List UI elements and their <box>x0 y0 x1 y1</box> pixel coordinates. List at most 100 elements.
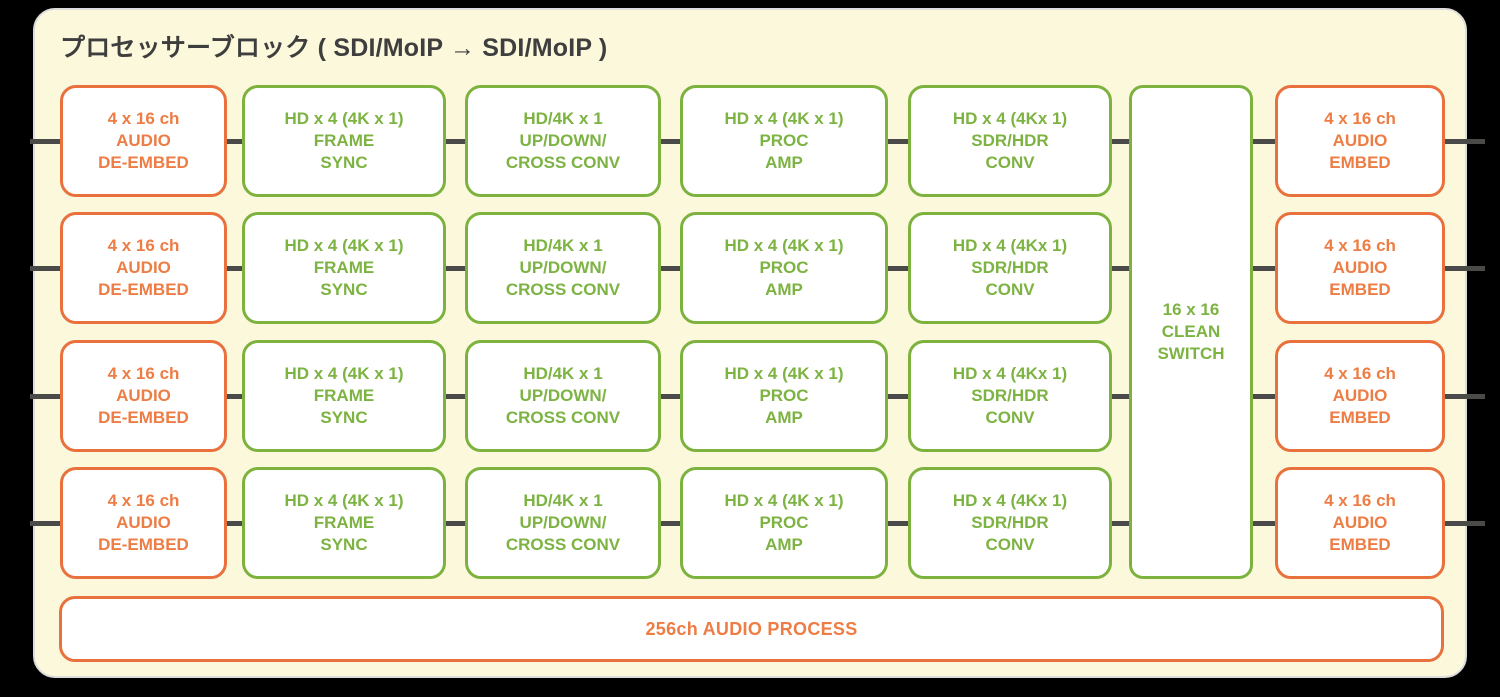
up-down-cross-conv-r4-line-2: UP/DOWN/ <box>519 513 607 533</box>
up-down-cross-conv-r4-line-3: CROSS CONV <box>505 534 621 554</box>
audio-de-embed-r3-line-2: AUDIO <box>116 386 171 406</box>
frame-sync-r1-line-1: HD x 4 (4K x 1) <box>284 109 404 129</box>
connector-r1-s3 <box>444 139 467 144</box>
audio-de-embed-r3-line-3: DE-EMBED <box>98 407 189 427</box>
processor-block-panel: プロセッサーブロック ( SDI/MoIP → SDI/MoIP ) 4 x 1… <box>30 8 1485 678</box>
audio-de-embed-r2-line-3: DE-EMBED <box>98 279 189 299</box>
audio-embed-r1-line-2: AUDIO <box>1332 131 1388 151</box>
up-down-cross-conv-r3-line-1: HD/4K x 1 <box>523 364 603 384</box>
audio-de-embed-r1-line-3: DE-EMBED <box>98 152 189 172</box>
sdr-hdr-conv-r1-line-3: CONV <box>985 152 1035 172</box>
clean-switch-block[interactable]: 16 x 16 CLEAN SWITCH <box>1129 85 1253 579</box>
frame-sync-r4-line-3: SYNC <box>320 534 368 554</box>
connector-r1-s8 <box>1443 139 1485 144</box>
connector-r2-s4 <box>659 266 682 271</box>
frame-sync-r3-line-1: HD x 4 (4K x 1) <box>284 364 404 384</box>
connector-r3-s3 <box>444 394 467 399</box>
sdr-hdr-conv-r3-line-1: HD x 4 (4Kx 1) <box>952 364 1068 384</box>
connector-r2-s3 <box>444 266 467 271</box>
up-down-cross-conv-r4-line-1: HD/4K x 1 <box>523 491 603 511</box>
frame-sync-r3-line-3: SYNC <box>320 407 368 427</box>
audio-de-embed-r3-line-1: 4 x 16 ch <box>107 364 180 384</box>
connector-r4-s3 <box>444 521 467 526</box>
sdr-hdr-conv-r2-line-2: SDR/HDR <box>971 258 1049 278</box>
connector-r2-s5 <box>886 266 910 271</box>
proc-amp-r4-line-1: HD x 4 (4K x 1) <box>724 491 844 511</box>
audio-embed-r1-line-3: EMBED <box>1329 152 1391 172</box>
up-down-cross-conv-r1-line-1: HD/4K x 1 <box>523 109 603 129</box>
connector-r1-s6 <box>1110 139 1131 144</box>
frame-sync-r1-line-2: FRAME <box>313 131 375 151</box>
sdr-hdr-conv-r4-line-3: CONV <box>985 534 1035 554</box>
sdr-hdr-conv-r1-line-2: SDR/HDR <box>971 131 1049 151</box>
proc-amp-r3-line-3: AMP <box>765 407 803 427</box>
sdr-hdr-conv-r1-line-1: HD x 4 (4Kx 1) <box>952 109 1068 129</box>
connector-r1-s1 <box>30 139 62 144</box>
sdr-hdr-conv-r2-line-3: CONV <box>985 279 1035 299</box>
audio-embed-r4-line-3: EMBED <box>1329 534 1391 554</box>
up-down-cross-conv-r1-line-3: CROSS CONV <box>505 152 621 172</box>
up-down-cross-conv-r1-line-2: UP/DOWN/ <box>519 131 607 151</box>
connector-r4-s8 <box>1443 521 1485 526</box>
connector-r4-s2 <box>225 521 244 526</box>
audio-de-embed-r4-line-1: 4 x 16 ch <box>107 491 180 511</box>
clean-switch-line-3: SWITCH <box>1157 343 1225 363</box>
frame-sync-r3-line-2: FRAME <box>313 386 375 406</box>
up-down-cross-conv-r3-line-2: UP/DOWN/ <box>519 386 607 406</box>
connector-r3-s4 <box>659 394 682 399</box>
proc-amp-r4-line-2: PROC <box>759 513 809 533</box>
page-title: プロセッサーブロック ( SDI/MoIP → SDI/MoIP ) <box>60 34 608 62</box>
audio-de-embed-r1-line-1: 4 x 16 ch <box>107 109 180 129</box>
connector-r2-s7 <box>1251 266 1277 271</box>
proc-amp-r3-line-1: HD x 4 (4K x 1) <box>724 364 844 384</box>
connector-r2-s2 <box>225 266 244 271</box>
audio-embed-r2-line-2: AUDIO <box>1332 258 1388 278</box>
connector-r4-s6 <box>1110 521 1131 526</box>
connector-r3-s1 <box>30 394 62 399</box>
sdr-hdr-conv-r4-line-1: HD x 4 (4Kx 1) <box>952 491 1068 511</box>
audio-embed-r3-line-1: 4 x 16 ch <box>1324 364 1396 384</box>
proc-amp-r1-line-3: AMP <box>765 152 803 172</box>
audio-de-embed-r2-line-1: 4 x 16 ch <box>107 236 180 256</box>
audio-process-label: 256ch AUDIO PROCESS <box>645 618 858 639</box>
connector-r3-s8 <box>1443 394 1485 399</box>
audio-process-bar[interactable]: 256ch AUDIO PROCESS <box>59 596 1444 662</box>
connector-r1-s4 <box>659 139 682 144</box>
audio-de-embed-r1-line-2: AUDIO <box>116 131 171 151</box>
proc-amp-r1-line-2: PROC <box>759 131 809 151</box>
connector-r2-s8 <box>1443 266 1485 271</box>
up-down-cross-conv-r3-line-3: CROSS CONV <box>505 407 621 427</box>
connector-r1-s2 <box>225 139 244 144</box>
audio-embed-r4-line-1: 4 x 16 ch <box>1324 491 1396 511</box>
sdr-hdr-conv-r2-line-1: HD x 4 (4Kx 1) <box>952 236 1068 256</box>
connector-r4-s7 <box>1251 521 1277 526</box>
sdr-hdr-conv-r3-line-3: CONV <box>985 407 1035 427</box>
audio-embed-r3-line-3: EMBED <box>1329 407 1391 427</box>
up-down-cross-conv-r2-line-3: CROSS CONV <box>505 279 621 299</box>
